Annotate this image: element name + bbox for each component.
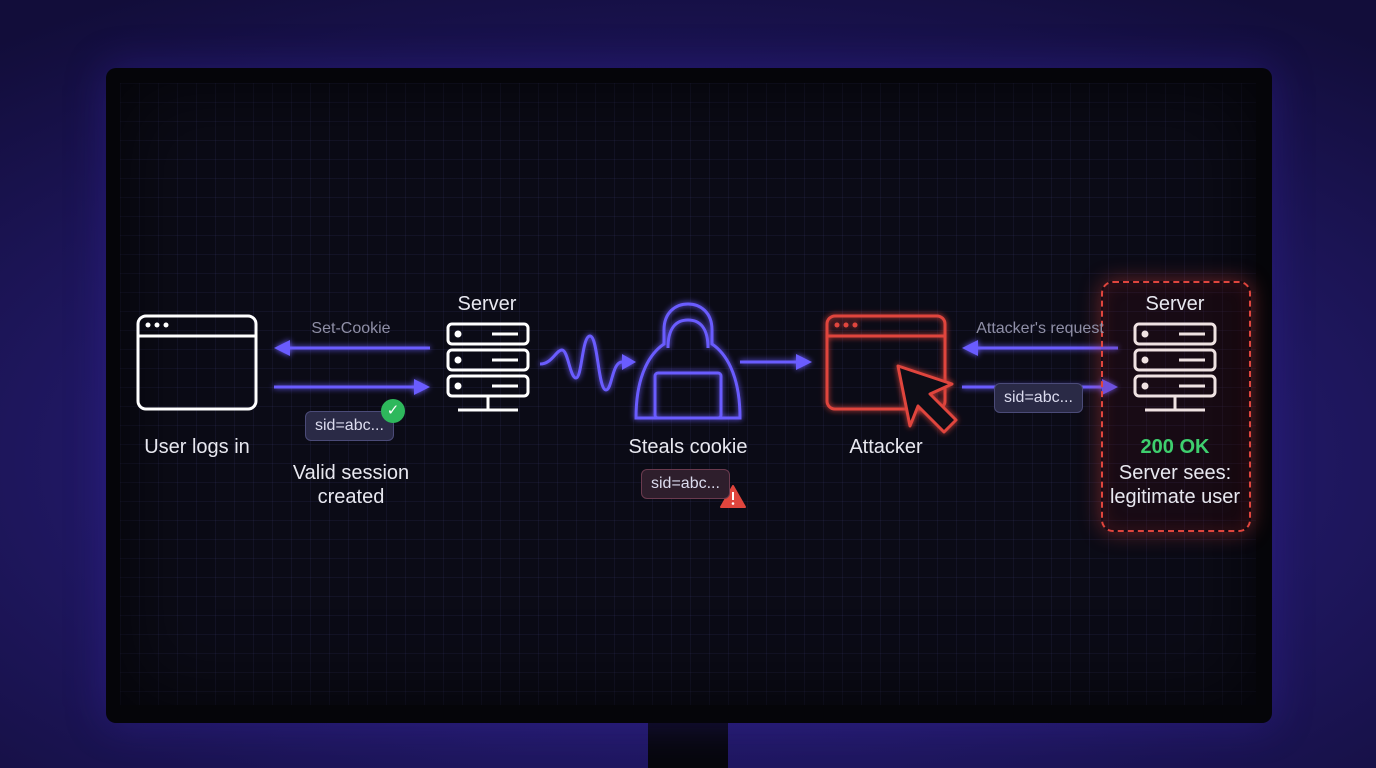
user-node-label: User logs in <box>144 436 250 458</box>
compromise-highlight-box <box>1101 281 1251 532</box>
set-cookie-arrow <box>274 340 430 356</box>
login-request-arrow <box>274 379 430 395</box>
attacker-browser-icon <box>825 314 947 411</box>
valid-session-line1: Valid session <box>292 462 410 484</box>
target-server-label: Server <box>1145 293 1205 315</box>
replayed-cookie-chip: sid=abc... <box>994 383 1083 413</box>
valid-session-line2: created <box>317 486 385 508</box>
monitor-stand <box>648 718 728 768</box>
stolen-cookie-arrow <box>740 354 812 370</box>
intercept-wave <box>539 334 636 392</box>
server-sees-line2: legitimate user <box>1109 486 1241 508</box>
server-response-arrow <box>962 340 1118 356</box>
status-ok-label: 200 OK <box>1140 436 1210 458</box>
attacker-request-label: Attacker's request <box>976 320 1104 337</box>
stolen-cookie-chip: sid=abc... <box>641 469 730 499</box>
set-cookie-label: Set-Cookie <box>311 320 391 337</box>
attacker-node-label: Attacker <box>849 436 923 458</box>
cursor-icon <box>896 364 958 434</box>
user-browser-icon <box>136 314 258 411</box>
server-icon <box>446 322 530 412</box>
server-node-label: Server <box>457 293 517 315</box>
hacker-node-label: Steals cookie <box>628 436 748 458</box>
server-icon <box>1133 322 1217 412</box>
check-icon: ✓ <box>381 399 405 423</box>
hacker-icon <box>634 302 742 420</box>
server-sees-line1: Server sees: <box>1118 462 1232 484</box>
session-cookie-chip: sid=abc... <box>305 411 394 441</box>
